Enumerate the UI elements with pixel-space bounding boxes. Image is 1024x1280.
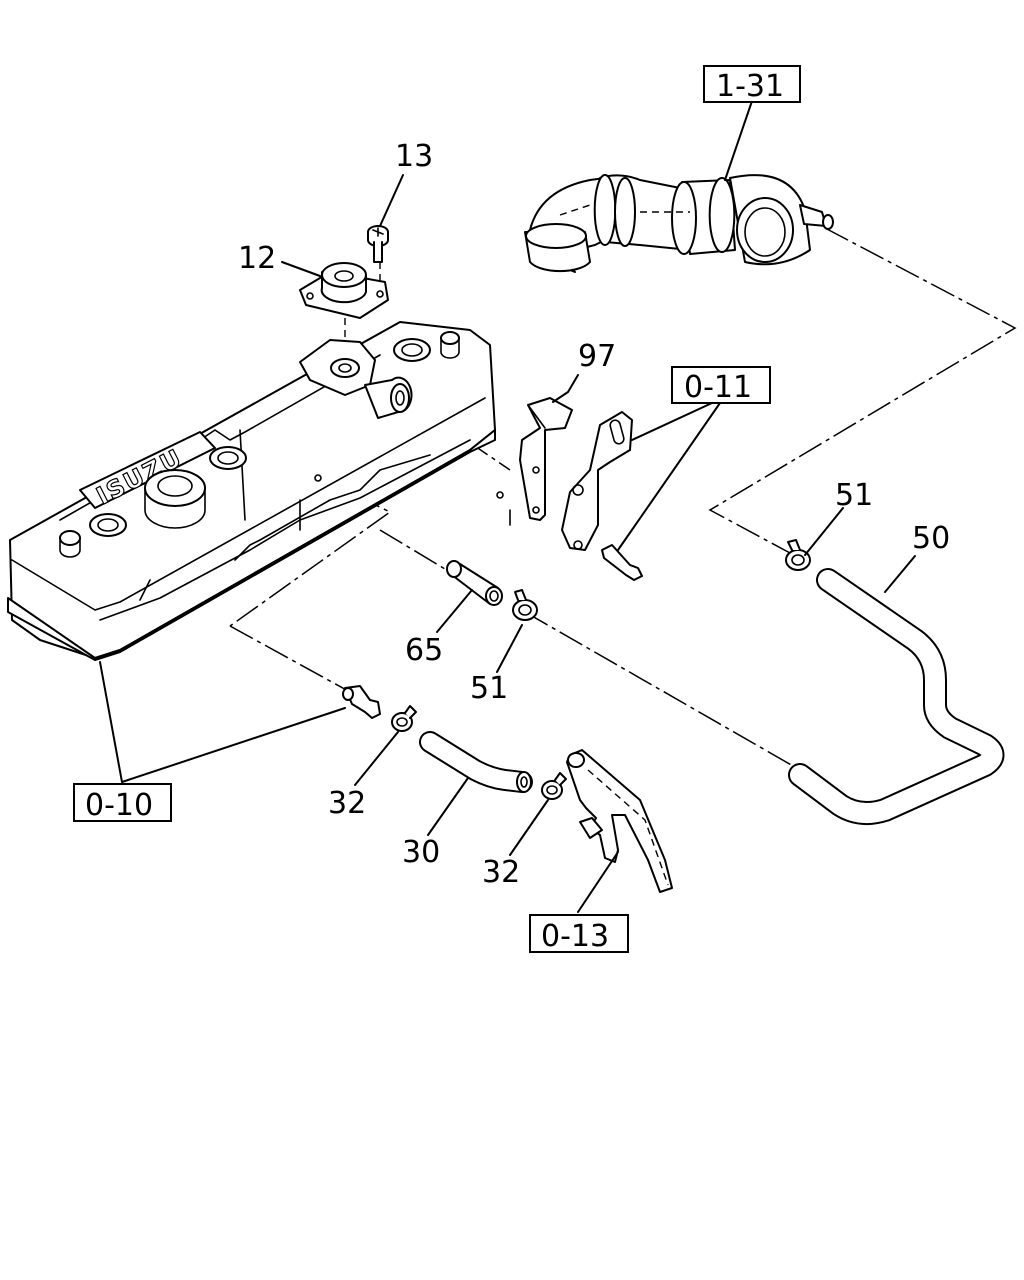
callout-51-upper: 51 [835,478,873,513]
callout-30: 30 [402,835,440,870]
part-12-breather-cap [299,262,389,319]
callout-97: 97 [578,339,616,374]
part-97-bracket [496,397,573,526]
rocker-cover: ISUZU [7,321,496,661]
callout-12: 12 [238,241,276,276]
svg-text:0-13: 0-13 [541,919,609,954]
callouts: 13 12 97 65 51 51 50 32 32 30 [238,139,950,890]
part-50-hose [788,568,1005,826]
svg-text:0-11: 0-11 [684,370,752,405]
part-32-clamp-a [391,705,417,732]
reference-1-31: 1-31 [703,65,801,104]
svg-text:1-31: 1-31 [716,69,784,104]
part-65-connector [446,560,503,606]
part-30-hose [419,731,533,793]
callout-50: 50 [912,521,950,556]
callout-51-lower: 51 [470,671,508,706]
reference-0-11: 0-11 [671,366,771,405]
callout-32-right: 32 [482,855,520,890]
reference-0-10: 0-10 [73,783,172,823]
pipe-assembly [566,749,673,893]
brand-plate [79,431,216,509]
reference-0-13: 0-13 [529,914,629,954]
svg-text:0-10: 0-10 [85,788,153,823]
leader-lines [99,100,916,913]
part-13-screw [367,225,389,263]
intake-duct [524,174,834,273]
callout-13: 13 [395,139,433,174]
bracket-assembly [561,411,643,581]
callout-32-left: 32 [328,786,366,821]
part-32-clamp-b [541,772,567,800]
part-51-clip-a [512,589,538,621]
fitting-nipple [342,685,381,719]
part-51-clip-b [785,539,811,571]
callout-65: 65 [405,633,443,668]
